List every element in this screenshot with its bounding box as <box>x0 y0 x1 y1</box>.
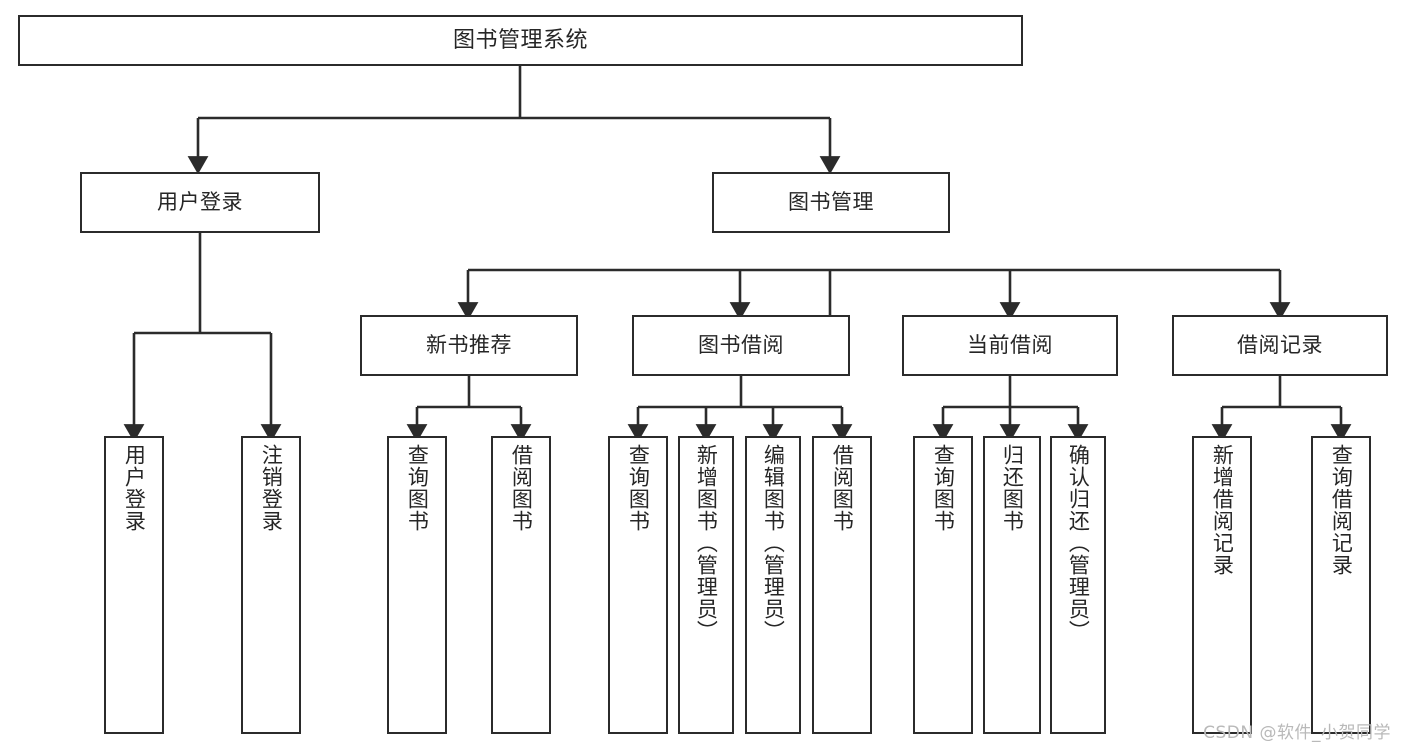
node-label: 归还图书 <box>1000 444 1025 532</box>
node-label: 借阅记录 <box>1237 333 1323 358</box>
leaf-book-borrow-lend[interactable]: 借阅图书 <box>812 436 872 734</box>
leaf-current-borrow-query[interactable]: 查询图书 <box>913 436 973 734</box>
node-book-management[interactable]: 图书管理 <box>712 172 950 233</box>
node-label: 查询图书 <box>931 444 956 532</box>
node-label: 查询图书 <box>626 444 651 532</box>
node-label: 用户登录 <box>157 190 243 215</box>
node-user-login[interactable]: 用户登录 <box>80 172 320 233</box>
node-label: 新书推荐 <box>426 333 512 358</box>
node-root-system[interactable]: 图书管理系统 <box>18 15 1023 66</box>
node-new-book-recommend[interactable]: 新书推荐 <box>360 315 578 376</box>
node-borrow-record[interactable]: 借阅记录 <box>1172 315 1388 376</box>
leaf-borrow-record-add[interactable]: 新增借阅记录 <box>1192 436 1252 734</box>
leaf-book-borrow-query[interactable]: 查询图书 <box>608 436 668 734</box>
leaf-user-login-signin[interactable]: 用户登录 <box>104 436 164 734</box>
node-label: 图书管理 <box>788 190 874 215</box>
leaf-current-borrow-confirm-return[interactable]: 确认归还（管理员） <box>1050 436 1106 734</box>
node-label: 注销登录 <box>259 444 284 532</box>
leaf-book-borrow-edit[interactable]: 编辑图书（管理员） <box>745 436 801 734</box>
node-label: 借阅图书 <box>830 444 855 532</box>
node-label: 当前借阅 <box>967 333 1053 358</box>
node-label: 查询图书 <box>405 444 430 532</box>
leaf-borrow-record-query[interactable]: 查询借阅记录 <box>1311 436 1371 734</box>
node-label: 确认归还（管理员） <box>1066 444 1091 642</box>
node-label: 查询借阅记录 <box>1329 444 1354 576</box>
node-label: 编辑图书（管理员） <box>761 444 786 642</box>
node-label: 图书管理系统 <box>452 27 588 53</box>
node-label: 新增借阅记录 <box>1210 444 1235 576</box>
node-label: 图书借阅 <box>698 333 784 358</box>
node-current-borrow[interactable]: 当前借阅 <box>902 315 1118 376</box>
leaf-new-book-borrow[interactable]: 借阅图书 <box>491 436 551 734</box>
leaf-book-borrow-add[interactable]: 新增图书（管理员） <box>678 436 734 734</box>
node-label: 新增图书（管理员） <box>694 444 719 642</box>
leaf-current-borrow-return[interactable]: 归还图书 <box>983 436 1041 734</box>
node-label: 借阅图书 <box>509 444 534 532</box>
node-label: 用户登录 <box>122 444 147 532</box>
leaf-user-login-signout[interactable]: 注销登录 <box>241 436 301 734</box>
leaf-new-book-query[interactable]: 查询图书 <box>387 436 447 734</box>
node-book-borrow[interactable]: 图书借阅 <box>632 315 850 376</box>
watermark-text: CSDN @软件_小贺同学 <box>1203 723 1391 743</box>
